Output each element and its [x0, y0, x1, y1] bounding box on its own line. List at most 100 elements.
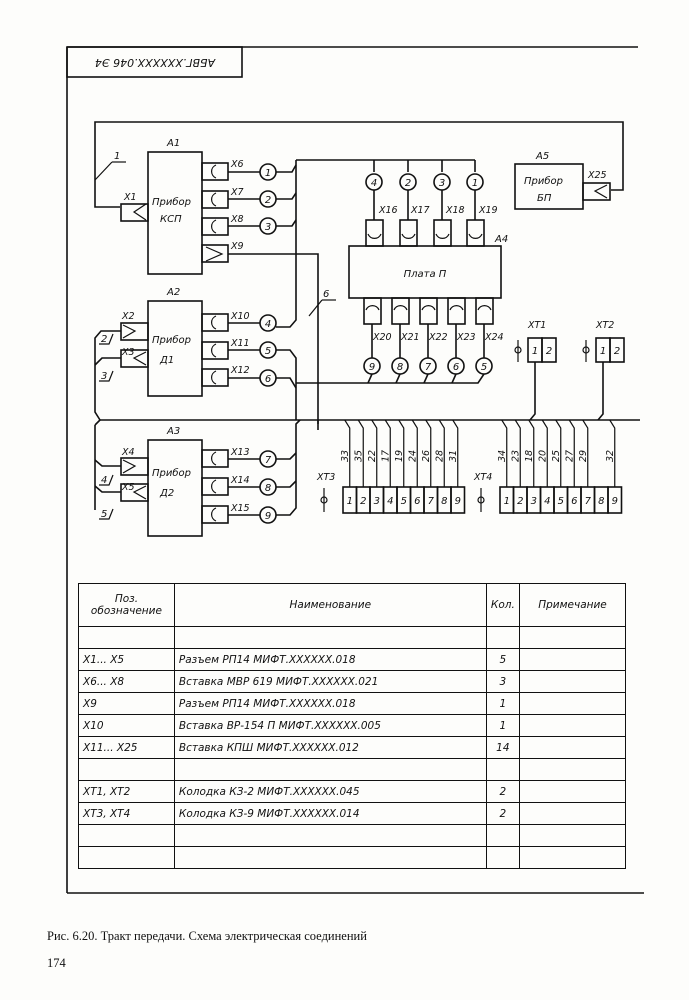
cell-qty: 3	[485, 670, 521, 693]
terminal-label-XT4: XT4	[473, 472, 492, 483]
pin: 1	[600, 346, 606, 357]
connector-label-X12: X12	[230, 365, 250, 376]
connector-label-X23: X23	[456, 332, 476, 343]
cell-note	[519, 802, 626, 825]
pin: 2	[546, 346, 552, 357]
device-A1: A1 Прибор КСП X1 X6 X7 X8 X9 1 2 3	[120, 138, 319, 430]
connector-label-X3: X3	[121, 347, 135, 358]
connector-label-X6: X6	[230, 159, 244, 170]
connector-label-X9: X9	[230, 241, 244, 252]
connector-label-X22: X22	[428, 332, 448, 343]
connector-label-X21: X21	[400, 332, 420, 343]
device-A4: Плата П A4 4 2 3 1 X16 X17 X18 X19	[296, 173, 508, 384]
fanout-wire	[371, 419, 378, 487]
cell-position: XT1, XT2	[78, 780, 175, 803]
device-type-A1: КСП	[160, 214, 182, 225]
wire-number: 35	[353, 450, 364, 462]
connector-label-X13: X13	[230, 447, 250, 458]
wire-number: 33	[340, 450, 351, 462]
circle-mark: 5	[481, 362, 487, 373]
cell-qty: 1	[485, 714, 521, 737]
cell-name: Колодка КЗ-2 МИФТ.XXXXXX.045	[173, 780, 487, 803]
device-A5: A5 Прибор БП X25	[514, 151, 611, 210]
terminal-label-XT2: XT2	[595, 320, 614, 331]
connector-label-X2: X2	[121, 311, 135, 322]
cell-name: Разъем РП14 МИФТ.XXXXXX.018	[173, 648, 487, 671]
connector-label-X8: X8	[230, 214, 244, 225]
circle-marks-A1: 1 2 3	[259, 163, 277, 235]
fanout-wire	[568, 419, 575, 487]
header-pos-line1: Поз.	[114, 593, 139, 605]
device-ref-A2: A2	[166, 287, 180, 298]
cell-note	[519, 758, 626, 781]
fanout-wire	[582, 419, 589, 487]
circle-mark: 6	[453, 362, 459, 373]
cell-name	[173, 758, 487, 781]
circle-marks-A4-top: 4 2 3 1	[365, 173, 484, 191]
wire-label-6: 6	[323, 289, 329, 300]
table-row	[78, 626, 626, 649]
circle-mark: 3	[265, 222, 271, 233]
fanout-wire	[438, 419, 445, 487]
cell-qty: 14	[485, 736, 521, 759]
parts-list-table: Поз.обозначение Наименование Кол. Примеч…	[78, 583, 626, 869]
device-name-A1: Прибор	[152, 196, 191, 208]
connector-label-X4: X4	[121, 447, 135, 458]
wire-number: 20	[537, 450, 548, 462]
socket-X6	[201, 162, 229, 181]
connector-label-X20: X20	[372, 332, 392, 343]
circle-mark: 1	[472, 178, 478, 189]
cell-qty	[485, 824, 521, 847]
cell-qty: 2	[485, 780, 521, 803]
device-ref-A1: A1	[166, 138, 180, 149]
terminal-pin-label: 9	[455, 496, 461, 507]
table-row	[78, 758, 626, 781]
terminal-pin-label: 3	[531, 496, 537, 507]
cell-name: Вставка КПШ МИФТ.XXXXXX.012	[173, 736, 487, 759]
connector-label-X11: X11	[230, 338, 250, 349]
terminal-pin-label: 5	[401, 496, 407, 507]
terminal-post-icon	[477, 496, 485, 504]
connector-label-X19: X19	[478, 205, 498, 216]
circle-mark: 1	[265, 168, 271, 179]
terminal-pin-label: 6	[571, 496, 577, 507]
fanout-wire	[398, 419, 405, 487]
wire-number: 27	[564, 450, 575, 462]
cell-name: Вставка ВР-154 П МИФТ.XXXXXX.005	[173, 714, 487, 737]
terminal-XT2: XT2 1 2	[582, 320, 625, 421]
cell-note	[519, 824, 626, 847]
fanout-wire	[344, 419, 351, 487]
terminal-post-icon	[320, 496, 328, 504]
header-note: Примечание	[519, 583, 626, 627]
pin: 1	[532, 346, 538, 357]
cell-note	[519, 714, 626, 737]
cell-name: Колодка КЗ-9 МИФТ.XXXXXX.014	[173, 802, 487, 825]
terminal-pin-label: 4	[544, 496, 550, 507]
device-type-A2: Д1	[159, 355, 174, 366]
cell-note	[519, 692, 626, 715]
wire-number: 24	[407, 450, 418, 462]
circle-mark: 2	[265, 195, 271, 206]
cell-position: X6... X8	[78, 670, 175, 693]
sockets-A3	[201, 449, 229, 524]
fanout-wire	[425, 419, 432, 487]
sockets-bottom	[363, 297, 494, 325]
fanout-wire	[528, 419, 535, 487]
cell-note	[519, 648, 626, 671]
device-name-A2: Прибор	[152, 334, 191, 346]
header-qty: Кол.	[485, 583, 521, 627]
device-ref-A4: A4	[494, 234, 508, 245]
pin: 2	[614, 346, 620, 357]
wire-label-5: 5	[101, 509, 107, 520]
wire-number: 23	[510, 450, 521, 462]
cell-position: X10	[78, 714, 175, 737]
sockets-A2	[201, 313, 229, 387]
circle-mark: 7	[265, 455, 272, 466]
wire-number: 18	[524, 450, 535, 462]
